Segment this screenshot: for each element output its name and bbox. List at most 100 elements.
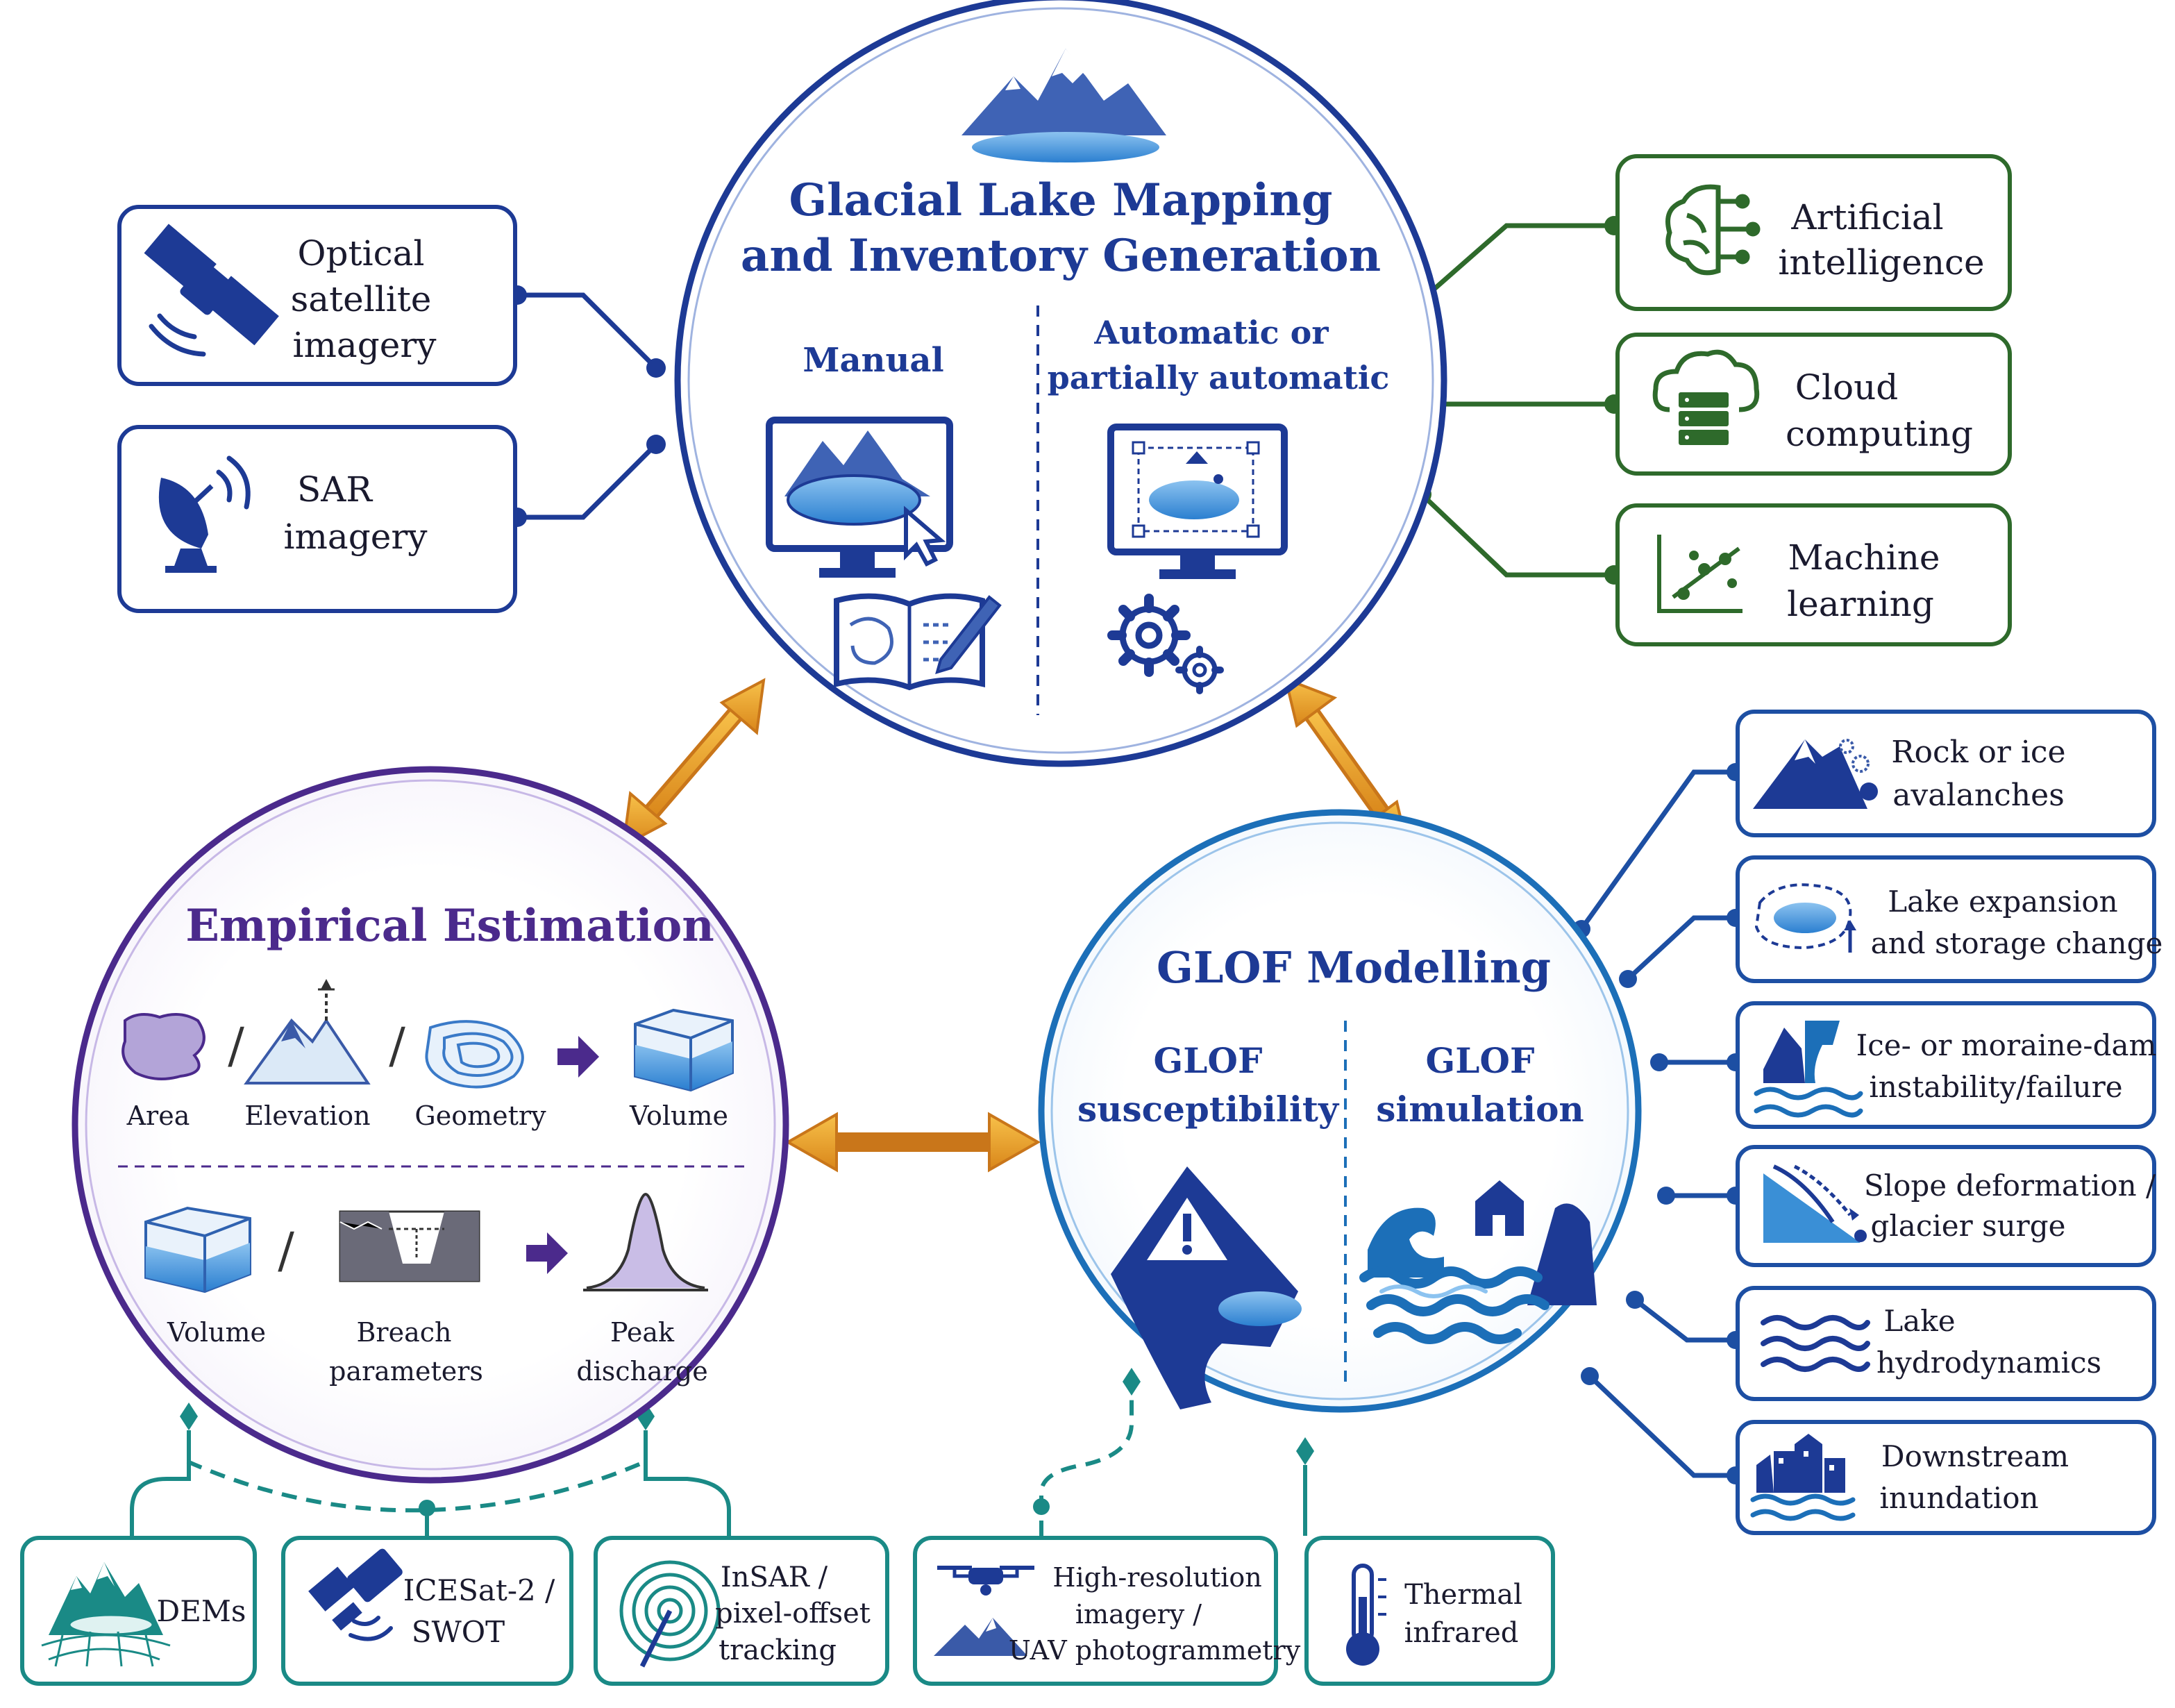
- radar-target-icon: [619, 1560, 721, 1668]
- lake-expansion-icon: [1754, 883, 1856, 953]
- volume-cube-icon-2: [144, 1206, 251, 1293]
- radar-dish-icon: [158, 455, 251, 573]
- volume-cube-icon-1: [634, 1008, 734, 1092]
- source-box-dems: DEMs: [20, 1536, 257, 1686]
- avalanches-line-2: avalanches: [1892, 778, 2065, 813]
- connector-ai: [1420, 223, 1614, 302]
- slope-line-2: glacier surge: [1870, 1209, 2065, 1243]
- mapping-title-line1: Glacial Lake Mapping: [789, 174, 1333, 226]
- tool-box-ml: Machine learning: [1615, 503, 2012, 646]
- source-box-thermal: Thermal infrared: [1304, 1536, 1555, 1686]
- uav-line-3: UAV photogrammetry: [1009, 1635, 1301, 1666]
- hazard-box-avalanches: Rock or ice avalanches: [1736, 710, 2156, 837]
- breach-label-line1: Breach: [357, 1317, 452, 1348]
- ai-line-2: intelligence: [1778, 242, 1984, 283]
- ml-line-2: learning: [1787, 584, 1934, 624]
- uav-line-2: imagery /: [1075, 1599, 1202, 1630]
- arrow-right-1: [557, 1036, 599, 1078]
- tool-box-ai: Artificial intelligence: [1615, 154, 2012, 311]
- map-book-icon: [834, 593, 1002, 691]
- elevation-label: Elevation: [244, 1100, 370, 1131]
- cloud-server-icon: [1652, 349, 1760, 445]
- auto-label-line1: Automatic or: [1093, 314, 1329, 351]
- thermal-line-2: infrared: [1404, 1617, 1519, 1649]
- hazard-box-slope-deformation: Slope deformation / glacier surge: [1736, 1145, 2156, 1267]
- connector-ml: [1420, 492, 1614, 578]
- geometry-icon: [425, 1020, 524, 1089]
- elevation-icon: [244, 979, 371, 1085]
- optical-line-3: imagery: [293, 325, 437, 365]
- source-box-uav: High-resolution imagery / UAV photogramm…: [913, 1536, 1301, 1686]
- hazard-box-dam-failure: Ice- or moraine-dam instability/failure: [1736, 1001, 2157, 1129]
- peak-label-line2: discharge: [576, 1356, 707, 1387]
- hydrodynamics-line-1: Lake: [1883, 1304, 1955, 1338]
- hazard-box-inundation: Downstream inundation: [1736, 1420, 2156, 1535]
- connector-dot: [646, 358, 666, 378]
- sar-line-2: imagery: [284, 517, 428, 557]
- scatter-plot-icon: [1657, 535, 1742, 613]
- separator-1: /: [228, 1017, 244, 1074]
- ai-line-1: Artificial: [1790, 197, 1943, 237]
- geometry-label: Geometry: [414, 1100, 546, 1131]
- terrain-mesh-icon: [41, 1562, 171, 1667]
- simulation-line2: simulation: [1376, 1089, 1584, 1130]
- empirical-title: Empirical Estimation: [185, 900, 714, 952]
- inundation-line-1: Downstream: [1881, 1439, 2069, 1473]
- hydrograph-icon: [583, 1192, 708, 1291]
- mountain-lake-logo: [961, 49, 1166, 162]
- arrow-right-2: [526, 1232, 568, 1274]
- inundation-line-2: inundation: [1879, 1481, 2038, 1515]
- connector-sar: [517, 442, 658, 520]
- susceptibility-line1: GLOF: [1154, 1040, 1263, 1081]
- sar-line-1: SAR: [297, 469, 373, 510]
- separator-3: /: [278, 1222, 294, 1279]
- avalanche-icon: [1753, 739, 1878, 809]
- lake-expansion-line-2: and storage change: [1871, 926, 2163, 960]
- manual-label: Manual: [803, 341, 943, 380]
- icesat-line-1: ICESat-2 /: [403, 1573, 555, 1607]
- insar-line-1: InSAR /: [721, 1562, 828, 1593]
- flood-simulation-icon: [1359, 1180, 1597, 1344]
- area-label: Area: [126, 1100, 190, 1131]
- optical-line-1: Optical: [298, 233, 425, 274]
- double-arrow-empirical-glof: [784, 1112, 1041, 1173]
- slope-deformation-icon: [1763, 1164, 1867, 1243]
- glof-circle: GLOF Modelling GLOF susceptibility GLOF …: [1038, 809, 1642, 1413]
- avalanches-line-1: Rock or ice: [1891, 735, 2065, 770]
- dam-failure-line-1: Ice- or moraine-dam: [1856, 1028, 2157, 1062]
- monitor-manual-icon: [766, 417, 953, 578]
- source-box-insar: InSAR / pixel-offset tracking: [594, 1536, 889, 1686]
- double-arrow-mapping-empirical: [621, 678, 766, 848]
- glof-title: GLOF Modelling: [1157, 942, 1551, 993]
- gears-icon: [1107, 594, 1224, 694]
- source-box-icesat: ICESat-2 / SWOT: [281, 1536, 573, 1686]
- uav-line-1: High-resolution: [1052, 1562, 1261, 1593]
- area-icon: [121, 1013, 205, 1080]
- insar-line-2: pixel-offset: [715, 1598, 871, 1630]
- empirical-circle: Empirical Estimation / / Area Elevation …: [72, 766, 789, 1484]
- mapping-title-line2: and Inventory Generation: [741, 230, 1381, 282]
- thermal-line-1: Thermal: [1404, 1579, 1522, 1611]
- monitor-automatic-icon: [1107, 424, 1288, 579]
- separator-2: /: [389, 1017, 405, 1074]
- insar-line-3: tracking: [719, 1634, 837, 1666]
- drone-icon: [934, 1566, 1034, 1656]
- simulation-line1: GLOF: [1426, 1040, 1535, 1081]
- satellite-icon: [308, 1548, 403, 1641]
- breach-label-line2: parameters: [329, 1356, 483, 1387]
- optical-line-2: satellite: [291, 279, 432, 319]
- icesat-line-2: SWOT: [412, 1615, 505, 1649]
- satellite-icon: [144, 224, 279, 357]
- volume-label-2: Volume: [167, 1317, 266, 1348]
- ml-line-1: Machine: [1788, 537, 1940, 578]
- cloud-line-1: Cloud: [1795, 367, 1899, 408]
- dems-label: DEMs: [157, 1594, 246, 1628]
- input-box-optical: Optical satellite imagery: [117, 205, 517, 386]
- volume-label-1: Volume: [629, 1100, 728, 1131]
- dam-failure-icon: [1754, 1021, 1863, 1118]
- flooded-town-icon: [1750, 1434, 1856, 1521]
- brain-circuit-icon: [1665, 184, 1761, 276]
- hazard-box-hydrodynamics: Lake hydrodynamics: [1736, 1286, 2156, 1401]
- susceptibility-line2: susceptibility: [1077, 1089, 1340, 1130]
